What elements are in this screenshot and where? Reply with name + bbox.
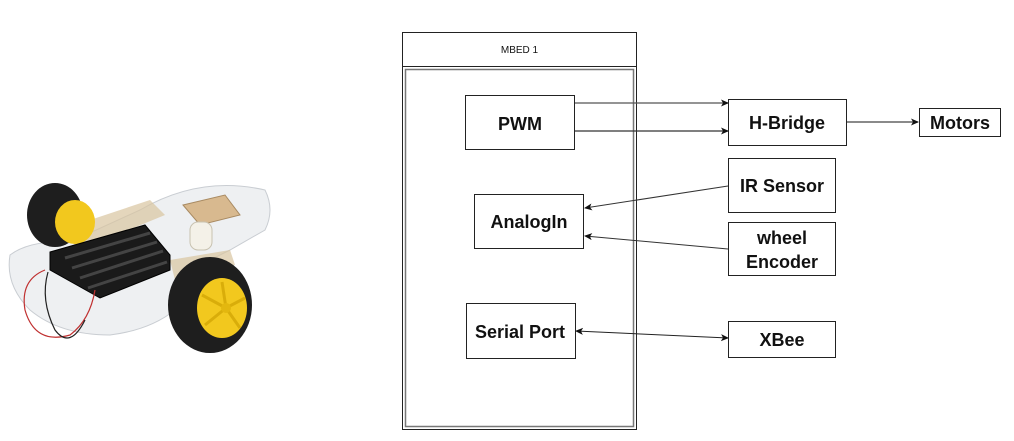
serial-port-label: Serial Port [475, 322, 565, 342]
mbed-title-box [402, 32, 637, 67]
caster-wheel [189, 221, 213, 251]
serial-port-block[interactable]: Serial Port [466, 303, 576, 359]
battery-slot [87, 260, 168, 290]
wheel-encoder-label-line1: wheel [756, 228, 807, 248]
motors-block[interactable]: Motors [919, 108, 1001, 137]
wheel-encoder-block[interactable]: wheel Encoder [728, 222, 836, 276]
wheel-encoder-label-line2: Encoder [746, 252, 818, 272]
analogin-label: AnalogIn [491, 212, 568, 232]
analogin-block[interactable]: AnalogIn [474, 194, 584, 249]
encoder-to-analogin-arrow [584, 233, 729, 250]
hbridge-block[interactable]: H-Bridge [728, 99, 847, 146]
ir-to-analogin-arrow [584, 185, 729, 211]
ir-sensor-label: IR Sensor [740, 176, 824, 196]
serial-xbee-bidirectional-arrow [575, 327, 729, 342]
pwm-block[interactable]: PWM [465, 95, 575, 150]
robot-car-photo [8, 183, 271, 353]
xbee-block[interactable]: XBee [728, 321, 836, 358]
hbridge-label: H-Bridge [749, 113, 825, 133]
battery-slot [79, 249, 164, 280]
front-wheel-axle [221, 303, 231, 313]
xbee-label: XBee [759, 330, 804, 350]
motors-label: Motors [930, 113, 990, 133]
ir-sensor-block[interactable]: IR Sensor [728, 158, 836, 213]
battery-slot [71, 240, 158, 270]
caster-plate [182, 194, 241, 226]
pwm-label: PWM [498, 114, 542, 134]
red-wire [23, 269, 96, 338]
battery-holder [49, 224, 171, 299]
battery-slot [64, 231, 151, 260]
rear-wheel-hub [55, 200, 95, 244]
mbed-title: MBED 1 [501, 45, 539, 56]
mbed-container-inner [404, 68, 635, 428]
black-wire [44, 271, 86, 339]
